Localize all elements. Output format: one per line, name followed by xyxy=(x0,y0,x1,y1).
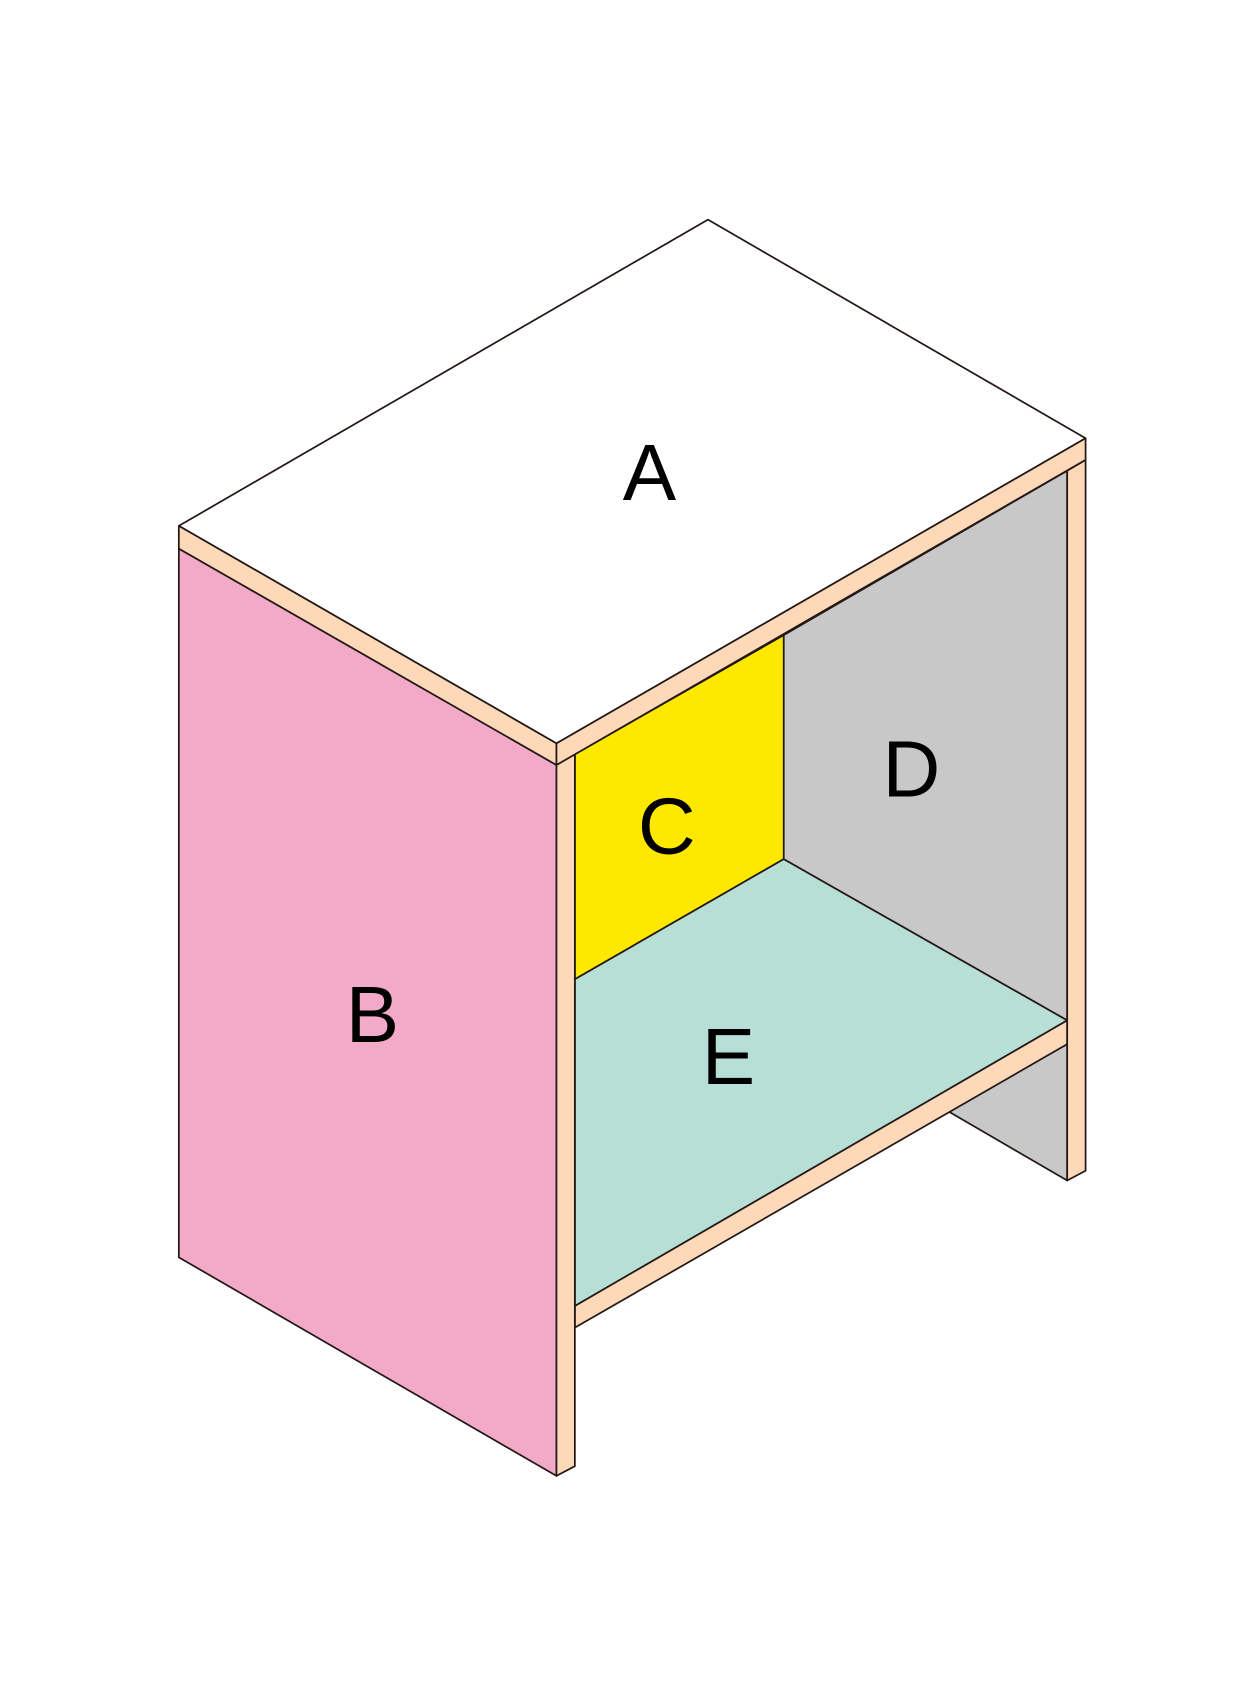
label-b: B xyxy=(346,970,399,1059)
right-panel-edge xyxy=(1066,459,1087,1182)
left-panel-front-edge xyxy=(555,753,576,1477)
label-d: D xyxy=(882,724,940,813)
label-e: E xyxy=(702,1012,755,1101)
label-c: C xyxy=(638,782,696,871)
top-front-edge xyxy=(555,437,1087,766)
label-a: A xyxy=(623,428,677,517)
